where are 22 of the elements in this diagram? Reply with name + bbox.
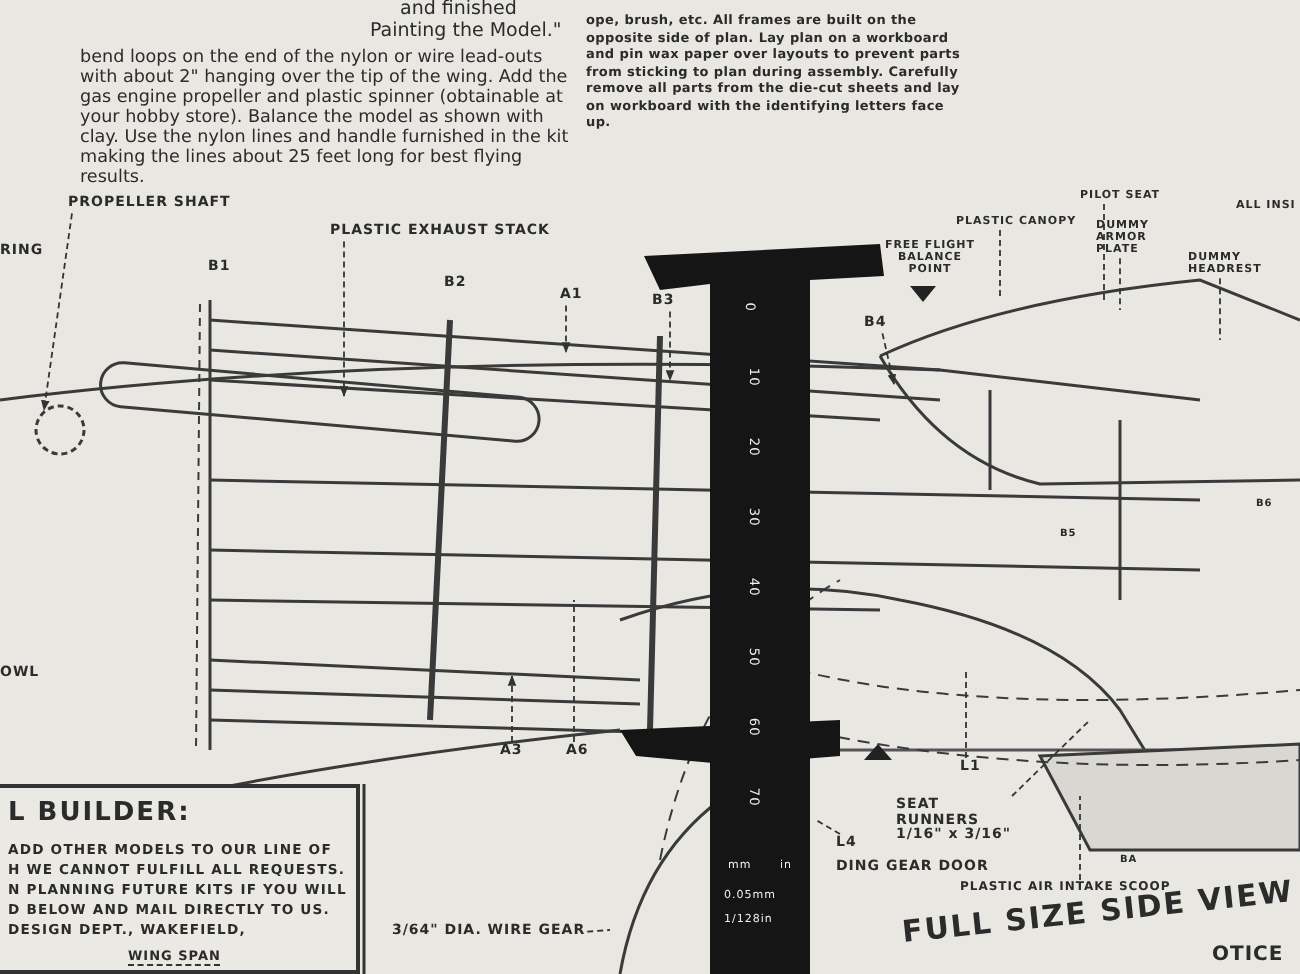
leader-line xyxy=(1079,795,1081,881)
leader-line xyxy=(1219,277,1221,341)
leader-line xyxy=(815,819,841,835)
leader-line xyxy=(586,929,611,933)
leader-line xyxy=(1119,257,1121,311)
leader-line xyxy=(999,229,1001,301)
leader-line xyxy=(665,310,675,382)
leader-line xyxy=(1011,719,1091,797)
leader-line xyxy=(573,599,575,743)
leader-line xyxy=(965,669,967,759)
leader-line xyxy=(339,240,349,398)
instruction-text: and finished xyxy=(400,0,517,21)
leader-line xyxy=(507,674,517,743)
notice-heading: OTICE xyxy=(1212,944,1284,966)
panel-heading: L BUILDER: xyxy=(8,800,191,829)
instruction-paragraph: bend loops on the end of the nylon or wire lead-outs with about 2" hanging over the tip of the wing. Add the gas engine propeller and plastic spinner (obtainable at your hobby store). Balance the model as shown with clay. Use the nylon lines and handle furnished in the kit making the lines about 25 feet long for best flying results. xyxy=(80,48,571,188)
note-panel xyxy=(0,784,360,974)
leader-line xyxy=(881,332,897,386)
leader-line xyxy=(41,212,73,412)
instruction-text: Painting the Model." xyxy=(370,22,562,43)
leader-line xyxy=(1103,203,1105,301)
leader-line xyxy=(561,304,571,354)
